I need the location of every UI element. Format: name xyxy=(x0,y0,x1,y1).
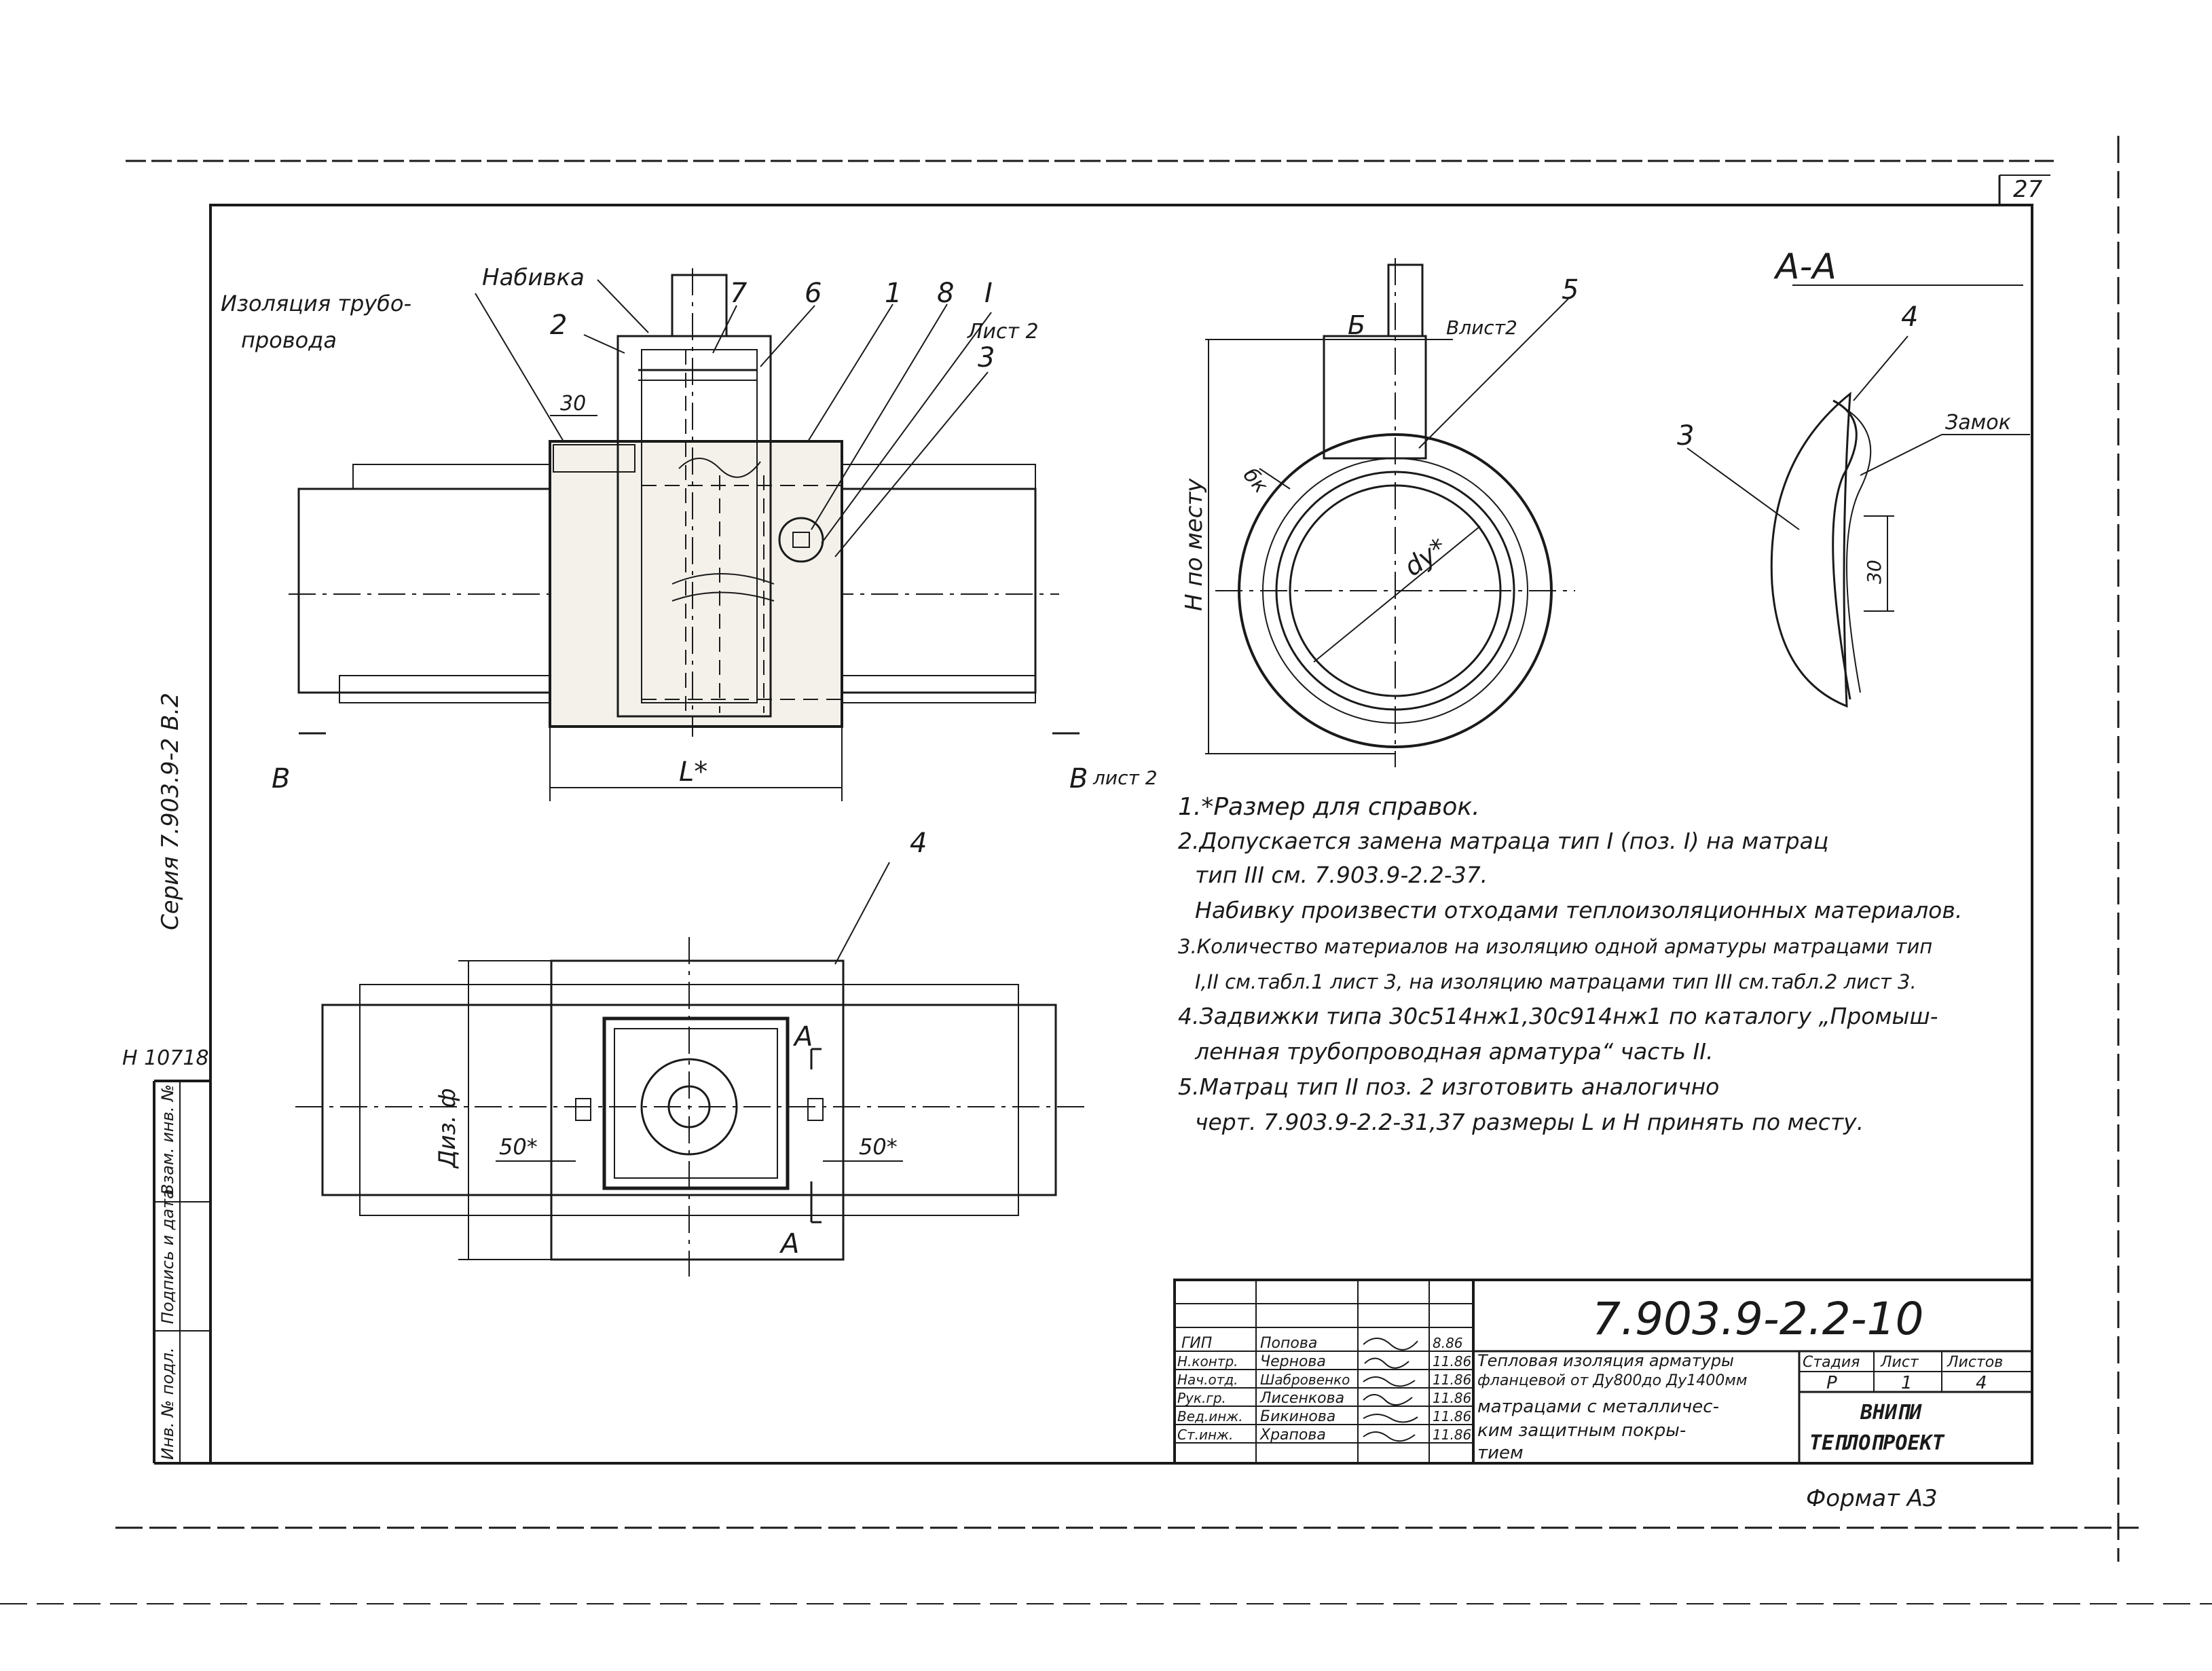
date-cell: 8.86 xyxy=(1433,1335,1463,1351)
date-cell: 11.86 xyxy=(1433,1372,1471,1388)
label-bk: бк xyxy=(1238,464,1272,498)
detail-A-A-view xyxy=(1686,284,2030,708)
dim-30-label: 30 xyxy=(560,392,586,416)
section-B-right: В xyxy=(1069,763,1088,794)
name-cell: Лисенкова xyxy=(1259,1390,1344,1407)
signature-names: Попова Чернова Шабровенко Лисенкова Бики… xyxy=(1259,1335,1350,1444)
role-cell: Ст.инж. xyxy=(1177,1427,1233,1443)
section-ring-view xyxy=(1205,258,1575,767)
note-line: 5.Матрац тип II поз. 2 изготовить аналог… xyxy=(1178,1073,1719,1100)
pos-3-label: 3 xyxy=(978,342,995,373)
date-cell: 11.86 xyxy=(1433,1408,1471,1425)
dim-H-label: Н по месту xyxy=(1181,478,1208,611)
sheet-value: 1 xyxy=(1901,1373,1913,1393)
sheet-frame xyxy=(0,136,2212,1604)
role-cell: Н.контр. xyxy=(1177,1353,1238,1370)
detail-lock-label: Замок xyxy=(1945,411,2011,435)
label-packing: Набивка xyxy=(482,264,585,291)
date-cell: 11.86 xyxy=(1433,1390,1471,1406)
inventory-stamp: Н 10718 xyxy=(122,1046,209,1070)
label-pipe-insulation-2: провода xyxy=(241,327,337,353)
main-elevation-view xyxy=(289,268,1080,801)
sheet-2-label: Лист 2 xyxy=(967,320,1039,344)
mark-B: Б xyxy=(1348,310,1365,340)
pos-7-label: 7 xyxy=(730,278,748,309)
note-line: 2.Допускается замена матраца тип I (поз.… xyxy=(1178,828,1828,854)
signature-marks xyxy=(1363,1338,1418,1442)
name-cell: Попова xyxy=(1260,1335,1317,1352)
role-cell: ГИП xyxy=(1181,1335,1212,1352)
stage-header: Стадия xyxy=(1803,1354,1860,1371)
org-name-1: ВНИПИ xyxy=(1860,1401,1922,1425)
series-label: Серия 7.903.9-2 В.2 xyxy=(157,693,184,930)
dim-dy-label: dу* xyxy=(1399,532,1452,583)
note-line: 3.Количество материалов на изоляцию одно… xyxy=(1178,935,1932,958)
signature-dates: 8.86 11.86 11.86 11.86 11.86 11.86 xyxy=(1433,1335,1471,1443)
section-B-sheet: лист 2 xyxy=(1092,767,1158,789)
stage-value: Р xyxy=(1826,1373,1837,1393)
format-label: Формат А3 xyxy=(1806,1485,1938,1512)
drawing-title-line: матрацами с металличес- xyxy=(1477,1397,1719,1417)
notes-block: 1.*Размер для справок. 2.Допускается зам… xyxy=(1178,793,1962,1135)
date-cell: 11.86 xyxy=(1433,1353,1471,1370)
plan-dim-50-right: 50* xyxy=(859,1134,898,1160)
drawing-title-line: фланцевой от Ду800до Ду1400мм xyxy=(1477,1372,1747,1389)
note-line: I,II см.табл.1 лист 3, на изоляцию матра… xyxy=(1195,970,1917,993)
detail-pos-3: 3 xyxy=(1677,420,1694,452)
date-cell: 11.86 xyxy=(1433,1427,1471,1443)
signature-roles: ГИП Н.контр. Нач.отд. Рук.гр. Вед.инж. С… xyxy=(1177,1335,1243,1443)
drawing-code: 7.903.9-2.2-10 xyxy=(1592,1293,1924,1345)
mark-B-sheet2: Влист2 xyxy=(1446,316,1517,339)
detail-dim-30: 30 xyxy=(1863,559,1885,584)
note-line: 4.Задвижки типа 30с514нж1,30с914нж1 по к… xyxy=(1178,1003,1938,1029)
section-B-left: В xyxy=(272,763,290,794)
plan-pos-4: 4 xyxy=(910,828,927,859)
note-line: 1.*Размер для справок. xyxy=(1178,793,1480,821)
plan-view xyxy=(295,862,1086,1277)
pos-5-label: 5 xyxy=(1562,274,1579,306)
role-cell: Нач.отд. xyxy=(1177,1372,1238,1388)
sheets-value: 4 xyxy=(1976,1373,1987,1393)
name-cell: Храпова xyxy=(1259,1427,1326,1444)
plan-dim-50-left: 50* xyxy=(499,1134,538,1160)
detail-pos-4: 4 xyxy=(1901,301,1918,333)
drawing-title-line: Тепловая изоляция арматуры xyxy=(1477,1351,1734,1370)
drawing-title: Тепловая изоляция арматуры фланцевой от … xyxy=(1477,1351,1747,1463)
note-line: ленная трубопроводная арматура“ часть II… xyxy=(1194,1038,1713,1065)
plan-diam-label: Диз. ф xyxy=(434,1088,461,1169)
pos-1-label: 1 xyxy=(885,278,902,309)
stamp-signature-date: Подпись и дата xyxy=(158,1189,177,1324)
pos-2-label: 2 xyxy=(550,310,567,341)
role-cell: Рук.гр. xyxy=(1177,1390,1226,1406)
detail-title: А-А xyxy=(1773,246,1837,287)
pos-8-label: 8 xyxy=(937,278,954,309)
pos-6-label: 6 xyxy=(805,278,822,309)
note-line: черт. 7.903.9-2.2-31,37 размеры L и Н пр… xyxy=(1195,1109,1864,1135)
sheets-header: Листов xyxy=(1947,1354,2003,1371)
drawing-title-line: тием xyxy=(1477,1443,1524,1463)
role-cell: Вед.инж. xyxy=(1177,1408,1243,1425)
stamp-inv-original: Инв. № подл. xyxy=(158,1347,177,1460)
name-cell: Шабровенко xyxy=(1260,1372,1350,1388)
label-pipe-insulation-1: Изоляция трубо- xyxy=(221,291,411,316)
stamp-replacing-inv: Взам. инв. № xyxy=(158,1084,177,1195)
note-line: тип III см. 7.903.9-2.2-37. xyxy=(1195,862,1488,888)
sheet-header: Лист xyxy=(1880,1354,1919,1371)
pos-I-label: I xyxy=(984,278,993,309)
plan-section-A-top: А xyxy=(792,1021,813,1052)
title-block xyxy=(1173,1279,2033,1465)
page-number: 27 xyxy=(2013,176,2043,203)
name-cell: Чернова xyxy=(1260,1353,1326,1370)
org-name-2: ТЕПЛОПРОЕКТ xyxy=(1809,1431,1945,1455)
plan-section-A-bottom: А xyxy=(779,1228,799,1260)
name-cell: Бикинова xyxy=(1260,1408,1335,1425)
drawing-title-line: ким защитным покры- xyxy=(1477,1420,1686,1441)
note-line: Набивку произвести отходами теплоизоляци… xyxy=(1195,897,1962,923)
dim-L-label: L* xyxy=(679,756,707,788)
